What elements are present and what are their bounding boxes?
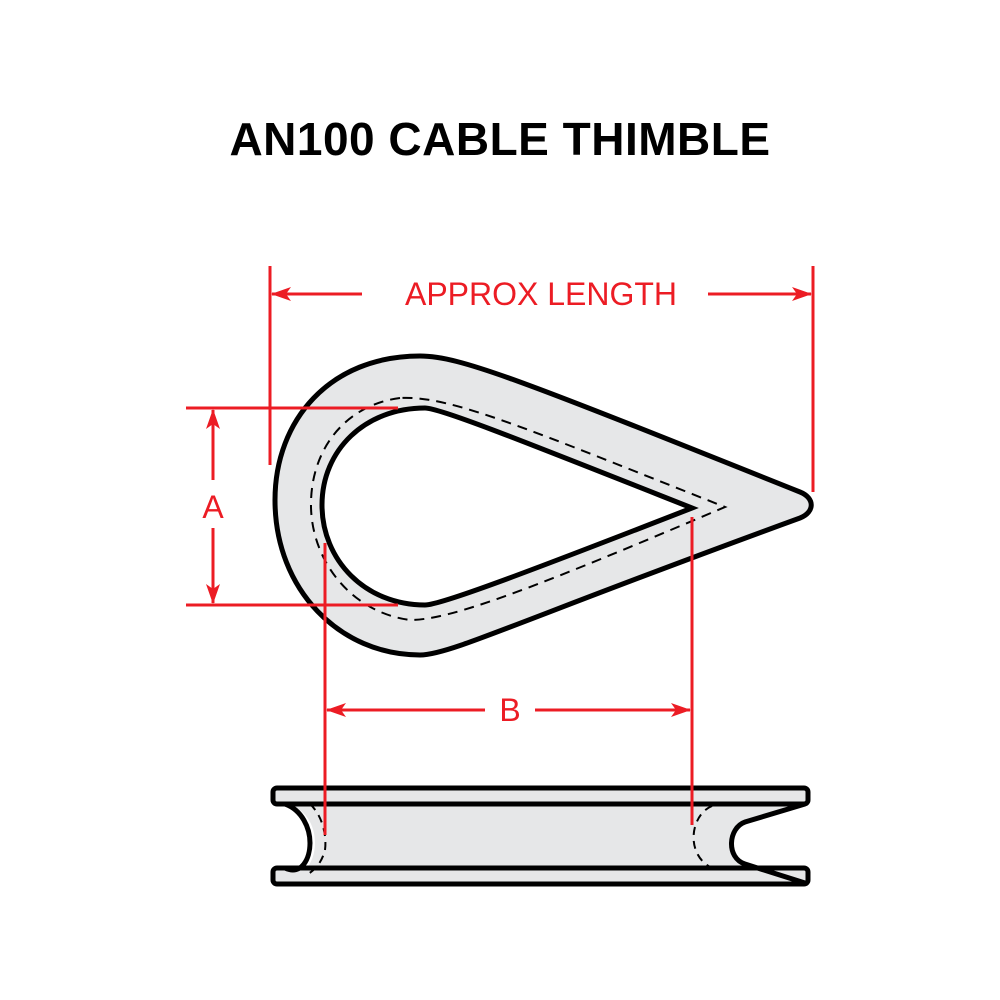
thimble-top-view [272,353,814,658]
thimble-side-view [270,785,811,887]
diagram-title: AN100 CABLE THIMBLE [229,113,771,165]
side-bottom-flange [270,865,811,887]
approx-length-dimension: APPROX LENGTH [268,266,815,492]
side-right-dash [692,805,713,869]
approx-length-label: APPROX LENGTH [405,276,677,312]
side-body-fill [285,803,800,883]
b-label: B [499,692,520,728]
a-dimension: A [186,406,398,607]
b-dimension: B [323,517,694,835]
groove-dashed-line [309,396,728,622]
thimble-inner-opening [319,405,699,608]
side-right-notch [729,801,806,886]
a-label: A [202,489,224,525]
side-left-dash [307,803,327,875]
side-left-groove [283,801,313,873]
side-top-flange [270,785,811,807]
